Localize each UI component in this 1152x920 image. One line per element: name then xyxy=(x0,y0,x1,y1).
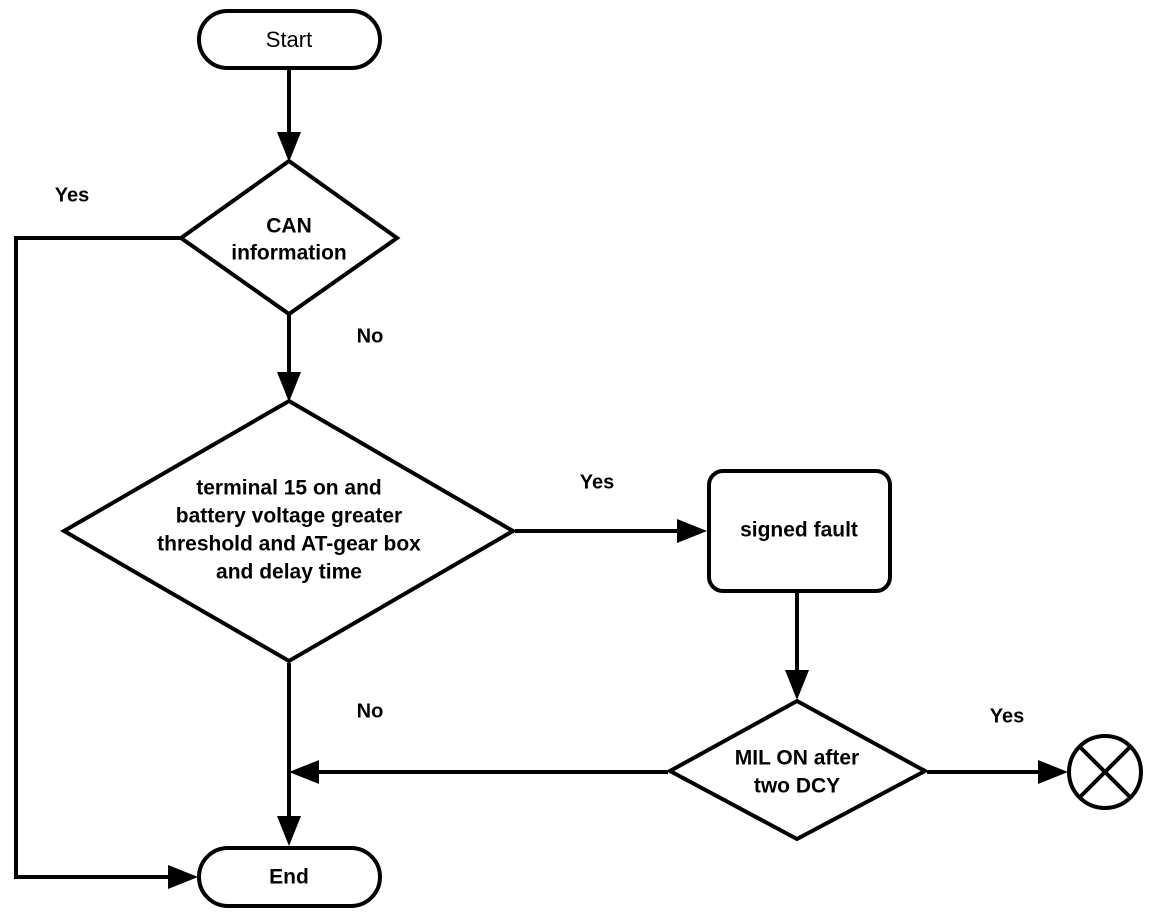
edge-condition-yes-to-signed-fault xyxy=(515,519,707,543)
edge-mil-no-to-end xyxy=(289,760,668,784)
edge-label-condition-yes: Yes xyxy=(580,471,614,493)
node-condition-label-line3: threshold and AT-gear box xyxy=(157,533,421,556)
edge-label-can-no: No xyxy=(357,325,384,347)
node-mil-on[interactable]: MIL ON after two DCY xyxy=(665,698,930,842)
node-mil-on-label-line1: MIL ON after xyxy=(735,747,859,770)
edge-condition-no-to-end xyxy=(277,663,301,846)
edge-can-no-to-condition xyxy=(277,315,301,402)
node-condition[interactable]: terminal 15 on and battery voltage great… xyxy=(60,398,517,664)
edge-label-can-yes: Yes xyxy=(55,184,89,206)
node-signed-fault-label: signed fault xyxy=(740,519,858,542)
mil-lamp-icon[interactable] xyxy=(1067,734,1143,810)
node-mil-on-label-line2: two DCY xyxy=(754,775,840,798)
node-condition-label-line2: battery voltage greater xyxy=(176,505,402,528)
node-can-information[interactable]: CAN information xyxy=(177,158,401,317)
node-signed-fault[interactable]: signed fault xyxy=(707,469,892,593)
edge-label-condition-no: No xyxy=(357,700,384,722)
node-condition-label-line1: terminal 15 on and xyxy=(196,477,382,500)
node-end[interactable]: End xyxy=(197,846,382,908)
edge-mil-yes-to-lamp xyxy=(927,760,1068,784)
node-can-information-label-line1: CAN xyxy=(266,215,312,238)
node-can-information-label-line2: information xyxy=(231,242,347,265)
node-start-label: Start xyxy=(266,27,312,52)
node-end-label: End xyxy=(269,866,309,889)
node-start[interactable]: Start xyxy=(197,9,382,70)
edge-can-yes-to-end xyxy=(14,236,198,889)
edge-label-mil-yes: Yes xyxy=(990,705,1024,727)
edge-start-to-can xyxy=(277,68,301,162)
node-condition-label-line4: and delay time xyxy=(216,561,362,584)
edge-signed-fault-to-mil xyxy=(785,592,809,700)
